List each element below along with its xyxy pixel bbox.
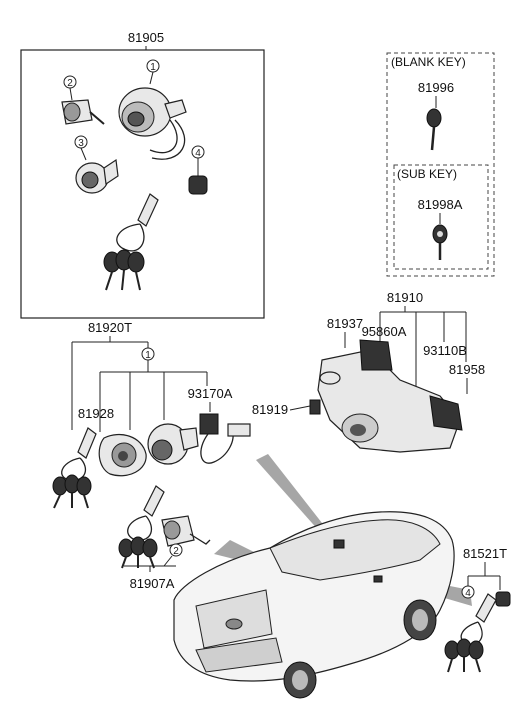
label-blank-key: (BLANK KEY) — [391, 55, 466, 69]
callout-2b — [169, 543, 183, 557]
key-set — [103, 193, 159, 291]
car-illustration — [173, 511, 455, 699]
kit-81905-group: 81905 1 2 3 — [20, 30, 265, 319]
key-set-81907A — [118, 485, 165, 569]
blank-key — [426, 108, 442, 151]
label-81998A: 81998A — [418, 197, 463, 212]
bolt-81919 — [309, 399, 321, 415]
callout-1b-text: 1 — [145, 350, 151, 361]
kit-81920T-group: 81920T 1 81928 93170A — [52, 320, 251, 509]
door-lock-81907A — [161, 515, 211, 547]
callout-3-text: 3 — [78, 138, 84, 149]
sub-key — [432, 224, 448, 260]
ignition-lock-cylinder — [118, 87, 187, 160]
door-lock-cylinder — [61, 99, 105, 125]
callout-4b — [461, 585, 475, 599]
kit-81905-frame — [20, 49, 265, 319]
label-81996: 81996 — [418, 80, 454, 95]
key-set-81521T — [444, 593, 497, 673]
blank-key-group: (BLANK KEY) 81996 (SUB KEY) 81998A — [386, 52, 495, 277]
key-set-81920T — [52, 427, 97, 509]
blank-key-frame — [386, 52, 495, 277]
callout-4-text: 4 — [195, 148, 201, 159]
label-81919: 81919 — [252, 402, 288, 417]
kit-81521T-group: 81521T 4 — [444, 546, 511, 673]
label-93170A: 93170A — [188, 386, 233, 401]
label-81907A: 81907A — [130, 576, 175, 591]
assembly-81910-group: 81910 81937 95860A 93110B 81958 81919 — [252, 290, 485, 453]
lock-grommet — [188, 175, 208, 195]
immobilizer-coil-93170A — [199, 413, 251, 464]
label-81958: 81958 — [449, 362, 485, 377]
label-81905: 81905 — [128, 30, 164, 45]
label-81910: 81910 — [387, 290, 423, 305]
callout-2-text: 2 — [67, 78, 73, 89]
label-81920T: 81920T — [88, 320, 132, 335]
kit-81907A-group: 2 81907A — [118, 485, 211, 591]
callout-1-text: 1 — [150, 62, 156, 73]
callout-4b-text: 4 — [465, 588, 471, 599]
label-95860A: 95860A — [362, 324, 407, 339]
label-81521T: 81521T — [463, 546, 507, 561]
sub-key-frame — [393, 164, 489, 270]
trunk-lock-cylinder — [75, 158, 119, 194]
label-sub-key: (SUB KEY) — [397, 167, 457, 181]
label-81928: 81928 — [78, 406, 114, 421]
callout-2b-text: 2 — [173, 546, 179, 557]
label-81937: 81937 — [327, 316, 363, 331]
ignition-cylinder-kit — [147, 423, 199, 465]
label-93110B: 93110B — [423, 343, 467, 358]
lock-cylinder-81928 — [98, 433, 147, 477]
steering-lock-housing — [317, 339, 463, 453]
grommet-81521T — [495, 591, 511, 607]
